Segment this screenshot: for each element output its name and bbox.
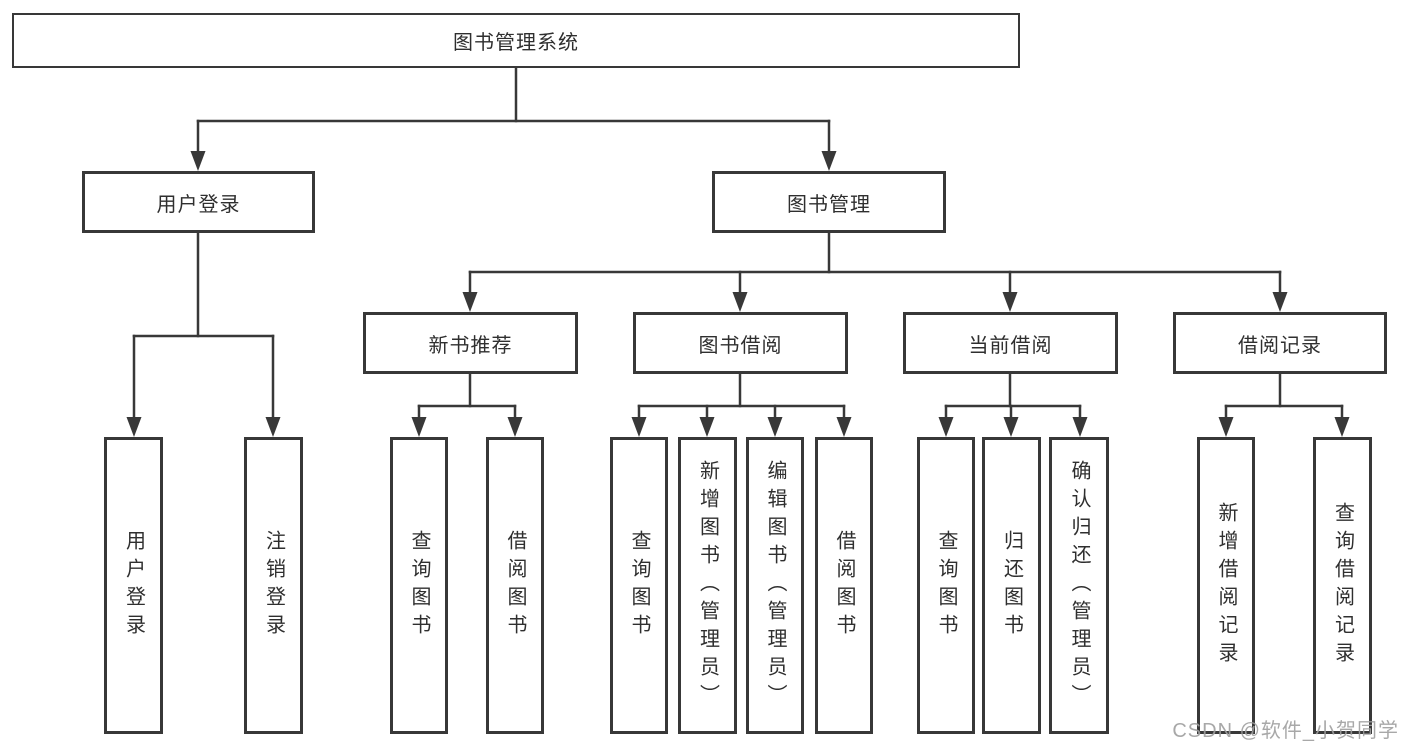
leaf-label: 查询图书 — [628, 529, 650, 642]
node-new-book-recommend: 新书推荐 — [363, 312, 578, 374]
leaf-query-books-current: 查询图书 — [917, 437, 975, 734]
leaf-label: 查询图书 — [408, 529, 430, 642]
leaf-edit-books-admin: 编辑图书（管理员） — [746, 437, 804, 734]
leaf-label: 借阅图书 — [504, 529, 526, 642]
leaf-query-borrow-record: 查询借阅记录 — [1313, 437, 1372, 734]
node-current-borrow: 当前借阅 — [903, 312, 1118, 374]
node-user-login: 用户登录 — [82, 171, 315, 233]
leaf-borrow-books: 借阅图书 — [815, 437, 873, 734]
leaf-label: 查询借阅记录 — [1331, 501, 1354, 670]
leaf-label: 用户登录 — [122, 529, 145, 642]
leaf-query-books-recommend: 查询图书 — [390, 437, 448, 734]
leaf-user-login: 用户登录 — [104, 437, 163, 734]
leaf-label: 借阅图书 — [833, 529, 855, 642]
leaf-label: 归还图书 — [1000, 529, 1023, 642]
leaf-label: 编辑图书（管理员） — [764, 459, 786, 712]
node-book-borrow: 图书借阅 — [633, 312, 848, 374]
csdn-watermark: CSDN @软件_小贺同学 — [1172, 720, 1399, 742]
node-library-system: 图书管理系统 — [12, 13, 1020, 68]
node-book-management: 图书管理 — [712, 171, 946, 233]
leaf-return-books: 归还图书 — [982, 437, 1041, 734]
leaf-label: 确认归还（管理员） — [1068, 459, 1090, 712]
node-borrow-records: 借阅记录 — [1173, 312, 1387, 374]
leaf-borrow-books-recommend: 借阅图书 — [486, 437, 544, 734]
leaf-label: 查询图书 — [935, 529, 957, 642]
leaf-label: 新增图书（管理员） — [696, 459, 719, 712]
leaf-label: 新增借阅记录 — [1215, 501, 1237, 670]
leaf-add-books-admin: 新增图书（管理员） — [678, 437, 737, 734]
leaf-query-books-borrow: 查询图书 — [610, 437, 668, 734]
leaf-logout: 注销登录 — [244, 437, 303, 734]
leaf-add-borrow-record: 新增借阅记录 — [1197, 437, 1255, 734]
leaf-confirm-return-admin: 确认归还（管理员） — [1049, 437, 1109, 734]
leaf-label: 注销登录 — [262, 529, 285, 642]
